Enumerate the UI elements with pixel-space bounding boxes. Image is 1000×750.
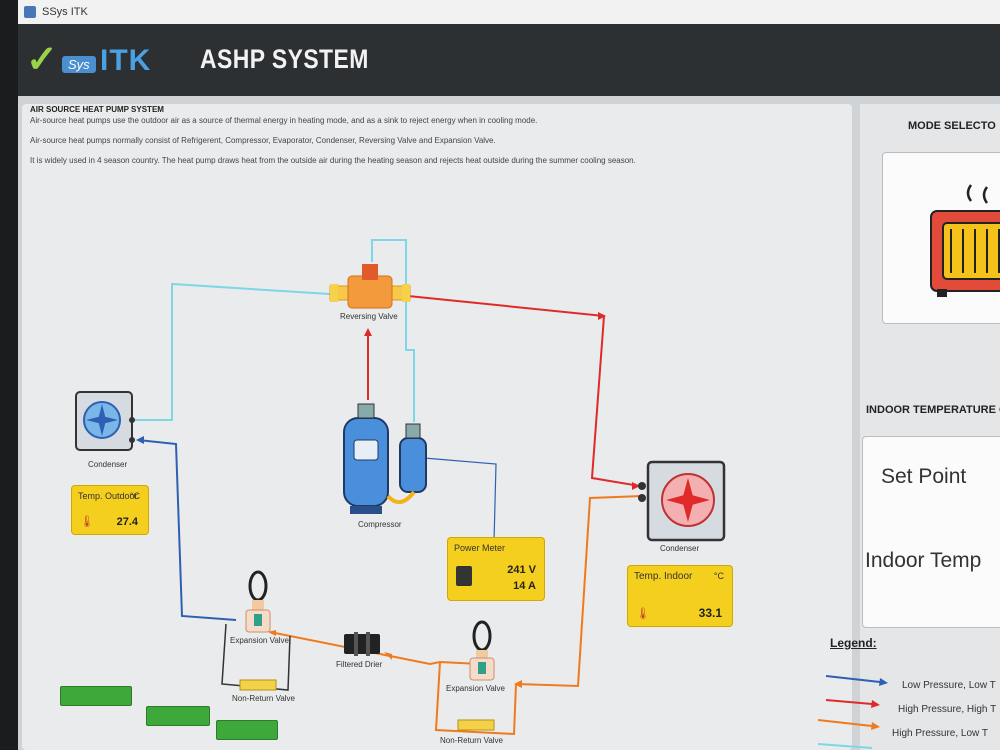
description-p3: It is widely used in 4 season country. T… [30, 156, 636, 165]
sysitk-logo: ✓ Sys ITK [26, 40, 166, 88]
bottom-button-2[interactable] [146, 706, 210, 726]
label-condenser-left: Condenser [88, 460, 128, 469]
arrow-red-up [364, 328, 372, 336]
label-compressor: Compressor [358, 520, 402, 529]
right-expansion-valve-icon [469, 620, 495, 681]
diagram-panel [22, 104, 852, 750]
indoor-temp-sensor: Temp. Indoor °C 🌡 33.1 [628, 566, 732, 626]
system-description: AIR SOURCE HEAT PUMP SYSTEM Air-source h… [30, 104, 650, 175]
arrow-red-right-2 [632, 482, 640, 490]
outdoor-temp-title: Temp. Outdoor [78, 491, 138, 501]
outdoor-temp-sensor: Temp. Outdoor °C 🌡 27.4 [72, 486, 148, 534]
compressor-icon [343, 403, 427, 514]
set-point-label: Set Point [881, 465, 967, 488]
mode-selector-title: MODE SELECTO [908, 120, 996, 132]
power-meter: Power Meter 241 V 14 A [448, 538, 544, 600]
indoor-temp-value: 33.1 [698, 606, 722, 620]
label-condenser-right: Condenser [660, 544, 700, 553]
filtered-drier-icon [344, 632, 380, 656]
description-p1: Air-source heat pumps use the outdoor ai… [30, 116, 538, 125]
power-current: 14 A [513, 580, 536, 592]
legend-item-high-high: High Pressure, High T [898, 704, 997, 715]
bottom-button-1[interactable] [60, 686, 132, 706]
left-condenser-icon [75, 391, 135, 451]
label-non-return-right: Non-Return Valve [440, 736, 503, 745]
wire-power-meter [423, 457, 497, 543]
bottom-button-3[interactable] [216, 720, 278, 740]
description-heading: AIR SOURCE HEAT PUMP SYSTEM [30, 105, 164, 114]
page-title: ASHP SYSTEM [200, 44, 369, 74]
indoor-temp-unit: °C [713, 571, 724, 581]
description-p2: Air-source heat pumps normally consist o… [30, 136, 496, 145]
checkmark-icon: ✓ [26, 39, 58, 81]
outdoor-temp-unit: °C [129, 491, 140, 501]
pipe-cyan-left [130, 282, 331, 421]
label-non-return-left: Non-Return Valve [232, 694, 295, 703]
arrow-red-right-1 [598, 312, 606, 320]
mode-selector[interactable] [882, 152, 1000, 324]
logo-itk: ITK [100, 44, 152, 77]
indoor-temperature-box: Set Point Indoor Temp [862, 436, 1000, 628]
pipe-orange-nr [434, 661, 517, 736]
right-condenser-icon [638, 460, 726, 542]
outdoor-temp-value: 27.4 [116, 516, 138, 528]
monitor-bezel [0, 0, 18, 750]
pipe-red-right [407, 295, 641, 487]
logo-sys: Sys [62, 56, 96, 73]
window-title: SSys ITK [42, 6, 88, 18]
indoor-temperature-title: INDOOR TEMPERATURE C [866, 404, 1000, 416]
arrow-orange-1 [514, 680, 522, 688]
left-expansion-valve-icon [245, 570, 271, 633]
thermometer-icon: 🌡 [80, 516, 94, 528]
app-header: ✓ Sys ITK ASHP SYSTEM [18, 24, 1000, 96]
label-expansion-left: Expansion Valve [230, 636, 289, 645]
right-non-return-valve-icon [457, 719, 495, 731]
legend-item-low-low: Low Pressure, Low T [902, 680, 996, 691]
arrow-blue-1 [136, 436, 144, 444]
reversing-valve-icon [329, 264, 411, 309]
meter-icon [456, 566, 472, 586]
thermometer-icon: 🌡 [636, 608, 650, 620]
bottom-button-bar [56, 680, 278, 750]
label-reversing-valve: Reversing Valve [340, 312, 398, 321]
arrow-orange-2 [384, 652, 392, 660]
label-expansion-right: Expansion Valve [446, 684, 505, 693]
indoor-temp-title: Temp. Indoor [634, 571, 693, 582]
power-meter-title: Power Meter [454, 543, 506, 553]
left-non-return-valve-icon [239, 679, 277, 691]
power-voltage: 241 V [507, 564, 536, 576]
legend-item-high-low: High Pressure, Low T [892, 728, 988, 739]
pipe-orange-right [515, 495, 643, 688]
window-titlebar: SSys ITK [18, 0, 1000, 25]
app-icon [24, 6, 36, 18]
indoor-temp-label: Indoor Temp [865, 549, 982, 572]
arrow-orange-3 [268, 630, 276, 636]
pipe-blue-left [137, 439, 237, 621]
label-filtered-drier: Filtered Drier [336, 660, 383, 669]
heater-icon [930, 184, 1000, 297]
legend-title: Legend: [830, 636, 877, 650]
